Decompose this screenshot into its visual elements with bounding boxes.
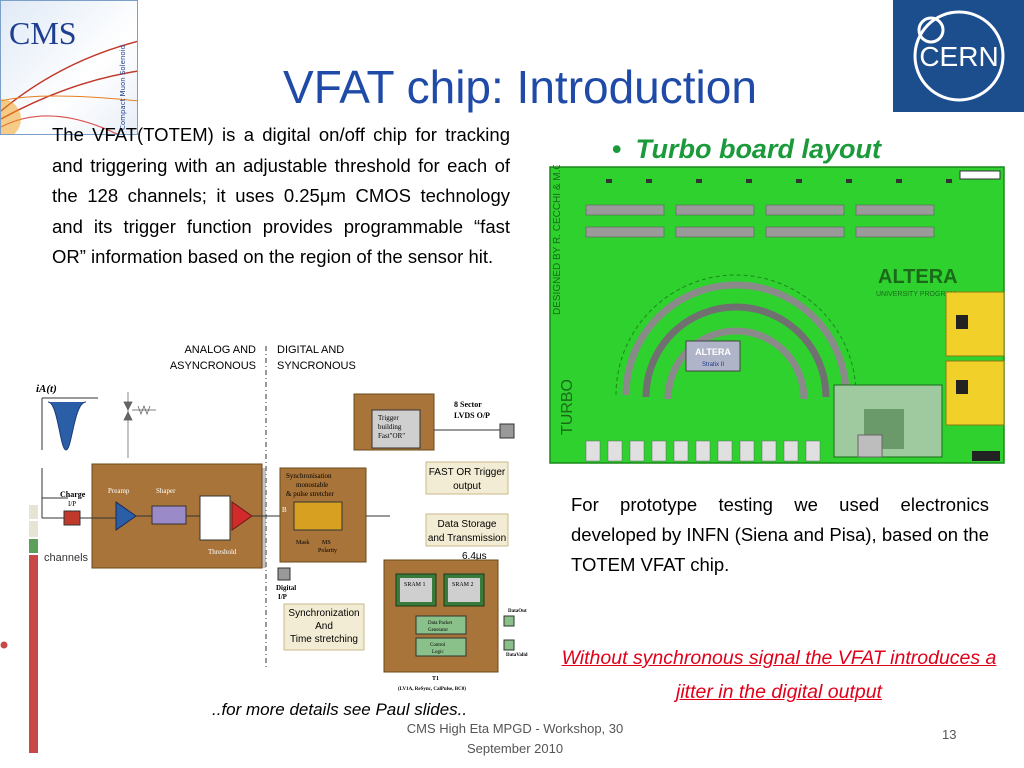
mask-label: Mask [296, 540, 309, 546]
board-chip-sub: Stratix II [702, 362, 724, 368]
t1-sub-label: (LV1A, ReSync, CalPulse, BC0) [398, 687, 466, 692]
board-designer-text: DESIGNED BY R. CECCHI & M.G. BAGLIESI UN… [552, 165, 563, 315]
control-label-1: Control [430, 643, 446, 648]
sync-box-2: monostable [296, 481, 328, 489]
cms-logo: CMS Compact Muon Solenoid [0, 0, 138, 135]
jitter-note: Without synchronous signal the VFAT intr… [561, 647, 997, 703]
packet-label-2: Generator [428, 628, 448, 633]
sector-label-1: 8 Sector [454, 400, 482, 409]
sram2-label: SRAM 2 [452, 582, 474, 588]
charge-label-2: I/P [68, 500, 76, 508]
shaper-label: Shaper [156, 487, 176, 495]
preamp-label: Preamp [108, 487, 130, 495]
vfat-block-diagram: .t { font-family:"Liberation Sans", sans… [36, 344, 528, 692]
dataout-label: DataOut [508, 609, 527, 614]
prototype-paragraph: For prototype testing we used electronic… [571, 494, 989, 575]
sram1-label: SRAM 1 [404, 582, 426, 588]
ms-label-1: MS [322, 540, 331, 546]
ms-label-2: Polarity [318, 548, 337, 554]
trigger-box-2: building [378, 423, 402, 431]
fastor-label-1: FAST OR Trigger [429, 467, 506, 478]
bullet-text: Turbo board layout [635, 134, 881, 164]
board-altera-logo: ALTERA [878, 266, 958, 288]
threshold-label: Threshold [208, 548, 237, 556]
cms-logo-subtext: Compact Muon Solenoid [119, 44, 127, 130]
slide-title: VFAT chip: Introduction [283, 61, 757, 113]
charge-label-1: Charge [60, 490, 86, 499]
sector-label-2: LVDS O/P [454, 411, 490, 420]
cms-tracks-graphic [1, 40, 137, 134]
slide-footer: CMS High Eta MPGD - Workshop, 30 Septemb… [406, 721, 624, 756]
diagram-header-left-1: ANALOG AND [184, 344, 256, 356]
turbo-board-image: ALTERA Stratix II DESIGNED BY R. CECCHI … [546, 165, 1008, 467]
diagram-header-right-1: DIGITAL AND [277, 344, 344, 356]
channels-label: channels [44, 552, 89, 564]
control-label-2: Logic [432, 650, 444, 655]
sync-label-2: And [315, 621, 333, 632]
signal-label: iA(t) [36, 383, 57, 395]
data-storage-1: Data Storage [438, 519, 497, 530]
more-details-note: ..for more details see Paul slides.. [212, 700, 468, 719]
sync-box-3: & pulse stretcher [286, 490, 334, 498]
datavalid-label: DataValid [506, 653, 528, 658]
trigger-box-1: Trigger [378, 414, 399, 422]
node-b-label: B [282, 506, 287, 514]
intro-paragraph: The VFAT(TOTEM) is a digital on/off chip… [52, 124, 510, 267]
sync-label-1: Synchronization [288, 608, 359, 619]
fastor-label-2: output [453, 481, 481, 492]
data-storage-2: and Transmission [428, 533, 506, 544]
diagram-header-right-2: SYNCRONOUS [277, 360, 356, 372]
bullet-item: • Turbo board layout [612, 134, 881, 165]
t1-label: T1 [432, 676, 439, 682]
bullet-dot-icon: • [612, 134, 622, 164]
page-number: 13 [942, 727, 957, 742]
sync-label-3: Time stretching [290, 634, 358, 645]
board-altera-sub: UNIVERSITY PROGRAM [876, 291, 956, 298]
packet-label-1: Data Packet [428, 621, 453, 626]
node-a-label: A [208, 522, 213, 530]
cern-logo: CERN [893, 0, 1024, 112]
digital-ip-1: Digital [276, 584, 296, 592]
timing-label: 6.4μs [462, 551, 487, 562]
cms-logo-text: CMS [9, 15, 77, 51]
cern-logo-text: CERN [919, 41, 998, 72]
bullet-dot-icon [0, 641, 8, 649]
digital-ip-2: I/P [278, 593, 288, 601]
board-turbo-label: TURBO [559, 379, 576, 435]
left-accent-bar [29, 505, 38, 753]
trigger-box-3: Fast"OR" [378, 432, 405, 440]
diagram-header-left-2: ASYNCRONOUS [170, 360, 256, 372]
board-chip-label: ALTERA [695, 347, 731, 357]
cern-logo-graphic: CERN [913, 10, 1005, 102]
sync-box-1: Synchronisation [286, 472, 332, 480]
